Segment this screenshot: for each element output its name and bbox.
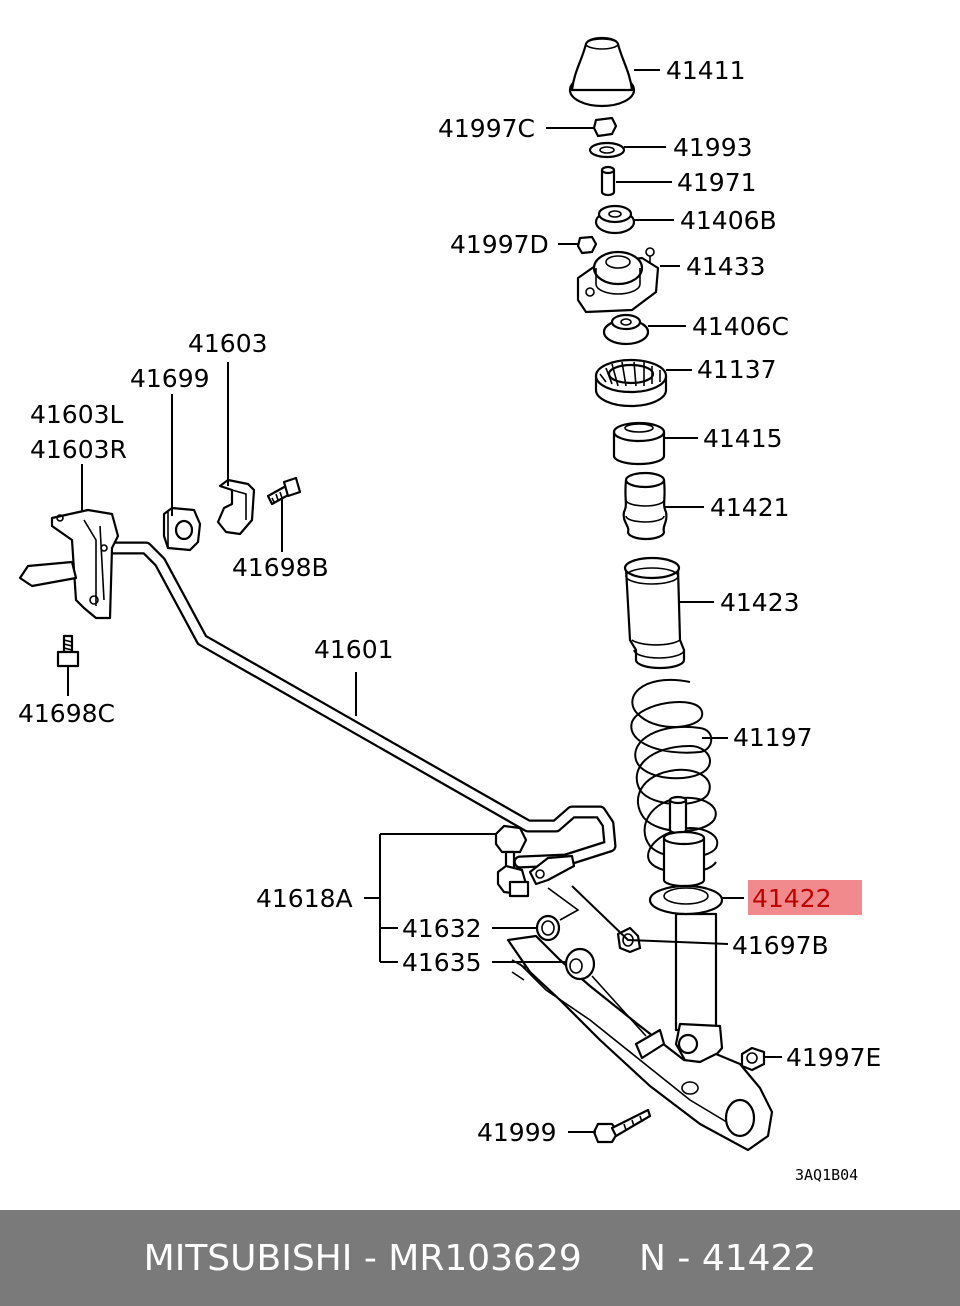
part-41415-cup: [612, 421, 666, 466]
part-41971-collar: [600, 165, 616, 197]
label-41698B: 41698B: [232, 553, 329, 582]
part-41997C-nut: [592, 116, 618, 138]
part-41698B-bolt: [266, 476, 302, 506]
label-41411: 41411: [666, 56, 746, 85]
part-41698C-bolt: [56, 634, 80, 668]
footer-ref-number: 41422: [701, 1237, 817, 1279]
label-41997D: 41997D: [450, 230, 549, 259]
footer-part-number: MR103629: [388, 1237, 582, 1279]
part-41603L-R-bracket: [18, 508, 120, 620]
part-41433-mount: [576, 247, 660, 314]
label-41406C: 41406C: [692, 312, 789, 341]
label-41698C: 41698C: [18, 699, 115, 728]
part-41993-washer: [588, 141, 626, 159]
label-41423: 41423: [720, 588, 800, 617]
part-41137-bearing: [594, 358, 668, 408]
footer-separator-2: -: [665, 1237, 702, 1279]
label-41603: 41603: [188, 329, 268, 358]
part-41632-washer: [535, 914, 561, 942]
part-41997D-nut: [576, 235, 598, 255]
part-41999-bolt: [592, 1108, 652, 1144]
label-41433: 41433: [686, 252, 766, 281]
label-41421: 41421: [710, 493, 790, 522]
part-41423-boot: [623, 556, 686, 670]
label-41999: 41999: [477, 1118, 557, 1147]
part-41635-bushing: [564, 947, 596, 981]
label-41997E: 41997E: [786, 1043, 881, 1072]
label-41406B: 41406B: [680, 206, 777, 235]
highlight-41422: [748, 880, 862, 915]
leader-lines: [67, 69, 782, 1133]
label-41697B: 41697B: [732, 931, 829, 960]
label-41971: 41971: [677, 168, 757, 197]
label-41603L: 41603L: [30, 400, 124, 429]
footer-ref-prefix: N: [638, 1237, 666, 1279]
label-41601: 41601: [314, 635, 394, 664]
part-41411-cap: [568, 36, 636, 108]
part-41603-clamp: [216, 478, 256, 536]
label-41699: 41699: [130, 364, 210, 393]
label-41137: 41137: [697, 355, 777, 384]
part-41618A-link: [494, 824, 530, 898]
label-41635: 41635: [402, 948, 482, 977]
label-41197: 41197: [733, 723, 813, 752]
label-41422: 41422: [752, 884, 832, 913]
footer-brand: MITSUBISHI: [143, 1237, 353, 1279]
label-41997C: 41997C: [438, 114, 535, 143]
label-41632: 41632: [402, 914, 482, 943]
part-trailing-arm: [506, 934, 774, 1152]
part-41997E-nut: [740, 1046, 766, 1072]
label-41603R: 41603R: [30, 435, 127, 464]
label-41618A: 41618A: [256, 884, 353, 913]
part-41421-bumpstop: [622, 471, 668, 541]
label-41415: 41415: [703, 424, 783, 453]
footer-separator: -: [352, 1237, 389, 1279]
diagram-code: 3AQ1B04: [795, 1166, 858, 1184]
footer-gap: [582, 1238, 639, 1279]
part-41601-stabilizer-bar: [97, 541, 617, 886]
part-41699-bushing: [162, 506, 202, 552]
parts-diagram: 41411 41997C 41993 41971 41406B 41997D 4…: [18, 36, 881, 1184]
label-41993: 41993: [673, 133, 753, 162]
footer-bar: MITSUBISHI - MR103629 N - 41422: [0, 1210, 960, 1306]
part-41406B-bushing: [594, 204, 636, 235]
part-41406C-bushing: [602, 313, 650, 346]
callout-labels: 41411 41997C 41993 41971 41406B 41997D 4…: [18, 56, 881, 1184]
